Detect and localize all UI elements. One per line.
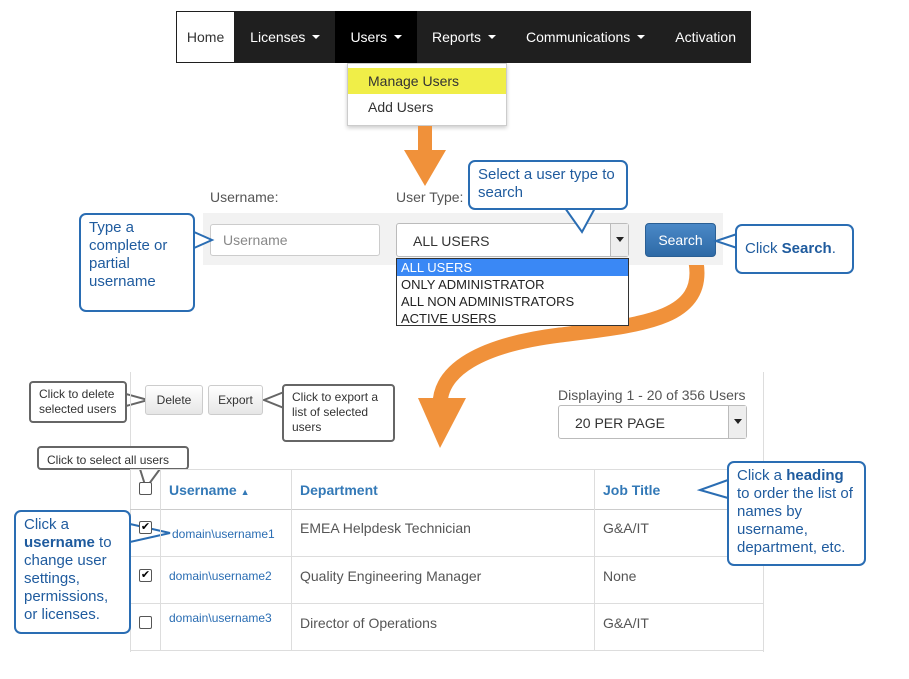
callout-tail — [696, 478, 729, 500]
nav-licenses[interactable]: Licenses — [235, 11, 335, 63]
row-department: EMEA Helpdesk Technician — [300, 520, 471, 536]
chevron-down-icon — [610, 224, 628, 256]
row-job-title: G&A/IT — [603, 520, 649, 536]
user-type-options-list: ALL USERS ONLY ADMINISTRATOR ALL NON ADM… — [396, 258, 629, 326]
row-job-title: G&A/IT — [603, 615, 649, 631]
option-all-users[interactable]: ALL USERS — [397, 259, 628, 276]
table-header-border — [130, 509, 763, 510]
row-department: Director of Operations — [300, 615, 437, 631]
callout-tail — [261, 390, 285, 410]
row-divider — [130, 556, 763, 557]
search-button[interactable]: Search — [645, 223, 716, 257]
callout-export: Click to export a list of selected users — [282, 384, 395, 442]
col-divider — [160, 469, 161, 651]
option-only-administrator[interactable]: ONLY ADMINISTRATOR — [401, 277, 545, 292]
callout-click-search: Click Search. — [735, 224, 854, 274]
callout-click-username: Click a username to change user settings… — [14, 510, 131, 634]
option-all-non-administrators[interactable]: ALL NON ADMINISTRATORS — [401, 294, 575, 309]
header-username[interactable]: Username ▲ — [169, 482, 250, 498]
user-type-selected-value: ALL USERS — [413, 233, 490, 249]
user-type-select[interactable]: ALL USERS — [396, 223, 629, 257]
callout-delete: Click to delete selected users — [29, 381, 127, 423]
nav-activation[interactable]: Activation — [675, 29, 736, 45]
nav-communications[interactable]: Communications — [511, 11, 660, 63]
username-label: Username: — [210, 189, 279, 205]
row-checkbox[interactable] — [139, 616, 152, 629]
row-checkbox[interactable]: ✔ — [139, 569, 152, 582]
select-all-checkbox[interactable] — [139, 482, 152, 495]
row-checkbox[interactable]: ✔ — [139, 521, 152, 534]
nav-home[interactable]: Home — [176, 11, 236, 63]
caret-down-icon — [488, 35, 497, 39]
row-username-link[interactable]: domain\username3 — [169, 611, 272, 625]
down-arrow-head — [404, 150, 446, 186]
header-department[interactable]: Department — [300, 482, 378, 498]
row-department: Quality Engineering Manager — [300, 568, 482, 584]
caret-down-icon — [312, 35, 321, 39]
caret-down-icon — [637, 35, 646, 39]
callout-click-heading: Click a heading to order the list of nam… — [727, 461, 866, 566]
callout-select-all: Click to select all users — [37, 446, 189, 470]
delete-button[interactable]: Delete — [145, 385, 203, 415]
header-job-title[interactable]: Job Title — [603, 482, 661, 498]
username-search-input[interactable] — [210, 224, 380, 256]
row-job-title: None — [603, 568, 637, 584]
down-arrow-shaft — [418, 126, 432, 154]
col-divider — [291, 469, 292, 651]
sort-asc-icon: ▲ — [240, 487, 250, 497]
users-dropdown-menu: Manage Users Add Users — [347, 63, 507, 126]
menu-item-manage-users[interactable]: Manage Users — [348, 68, 506, 94]
per-page-select[interactable]: 20 PER PAGE — [558, 405, 747, 439]
col-divider — [594, 469, 595, 651]
top-navbar: Home Licenses Users Reports Communicatio… — [176, 11, 751, 63]
option-active-users[interactable]: ACTIVE USERS — [401, 311, 497, 326]
caret-down-icon — [394, 35, 402, 39]
chevron-down-icon — [728, 406, 746, 438]
display-count-text: Displaying 1 - 20 of 356 Users — [558, 387, 746, 403]
per-page-value: 20 PER PAGE — [575, 415, 666, 431]
nav-reports[interactable]: Reports — [417, 11, 511, 63]
callout-select-user-type: Select a user type to search — [468, 160, 628, 210]
row-divider — [130, 603, 763, 604]
row-username-link[interactable]: domain\username2 — [169, 569, 272, 583]
table-top-border — [130, 469, 763, 470]
callout-type-username: Type a complete or partial username — [79, 213, 195, 312]
row-divider — [130, 650, 763, 651]
panel-left-border — [130, 372, 131, 652]
nav-users[interactable]: Users — [335, 11, 417, 63]
menu-item-add-users[interactable]: Add Users — [368, 99, 434, 115]
user-type-label: User Type: — [396, 189, 464, 205]
curved-arrow-head — [418, 398, 466, 448]
export-button[interactable]: Export — [208, 385, 263, 415]
row-username-link[interactable]: domain\username1 — [172, 527, 275, 541]
